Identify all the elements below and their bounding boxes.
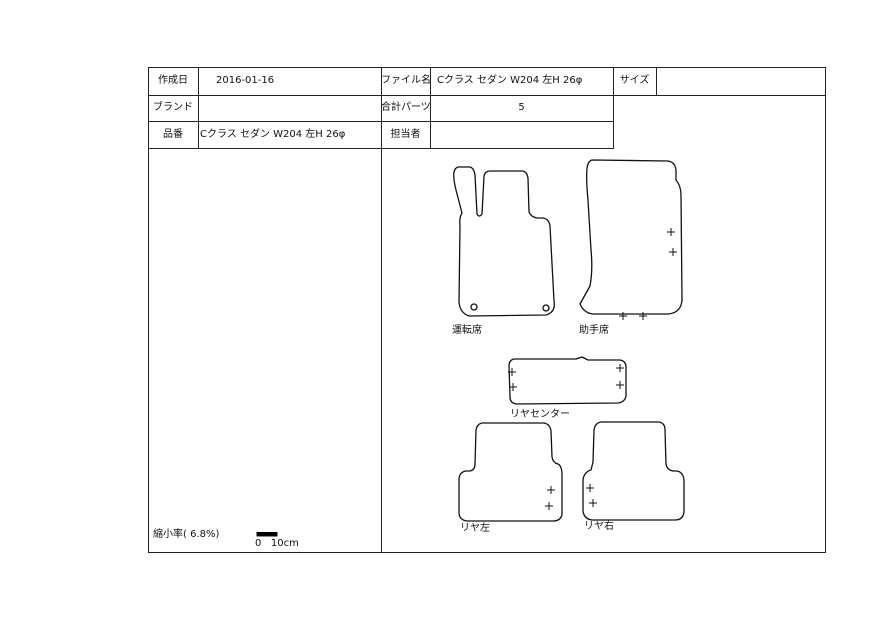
mat-label-driver: 運転席: [452, 325, 482, 336]
mat-label-rear-left: リヤ左: [460, 523, 490, 534]
product-value: Cクラス セダン W204 左H 26φ: [200, 129, 346, 140]
parts-label: 合計パーツ: [381, 102, 431, 113]
header-col-divider-1: [198, 67, 199, 149]
header-row-divider-2: [148, 121, 613, 122]
mat-label-rear-right: リヤ右: [584, 521, 614, 532]
scale-units: 0 10cm: [255, 538, 299, 549]
filename-value: Cクラス セダン W204 左H 26φ: [437, 75, 583, 86]
filename-label: ファイル名: [381, 75, 431, 86]
parts-value: 5: [518, 102, 525, 113]
mat-label-rear-center: リヤセンター: [510, 409, 570, 420]
header-row-divider-1: [148, 95, 613, 96]
owner-label: 担当者: [390, 129, 421, 140]
header-bottom-divider: [148, 148, 613, 149]
brand-label: ブランド: [153, 102, 193, 113]
header-col-divider-5: [656, 67, 657, 95]
mat-label-passenger: 助手席: [579, 325, 609, 336]
size-cell-bottom: [613, 95, 826, 96]
scale-ratio: 縮小率( 6.8%): [153, 529, 220, 540]
created-value: 2016-01-16: [216, 75, 275, 86]
main-col-divider: [381, 67, 382, 553]
product-label: 品番: [163, 129, 183, 140]
created-label: 作成日: [158, 75, 188, 86]
drawing-sheet: [148, 67, 826, 553]
header-col-divider-3: [430, 67, 431, 149]
size-label: サイズ: [619, 75, 650, 86]
header-col-divider-4: [613, 67, 614, 149]
